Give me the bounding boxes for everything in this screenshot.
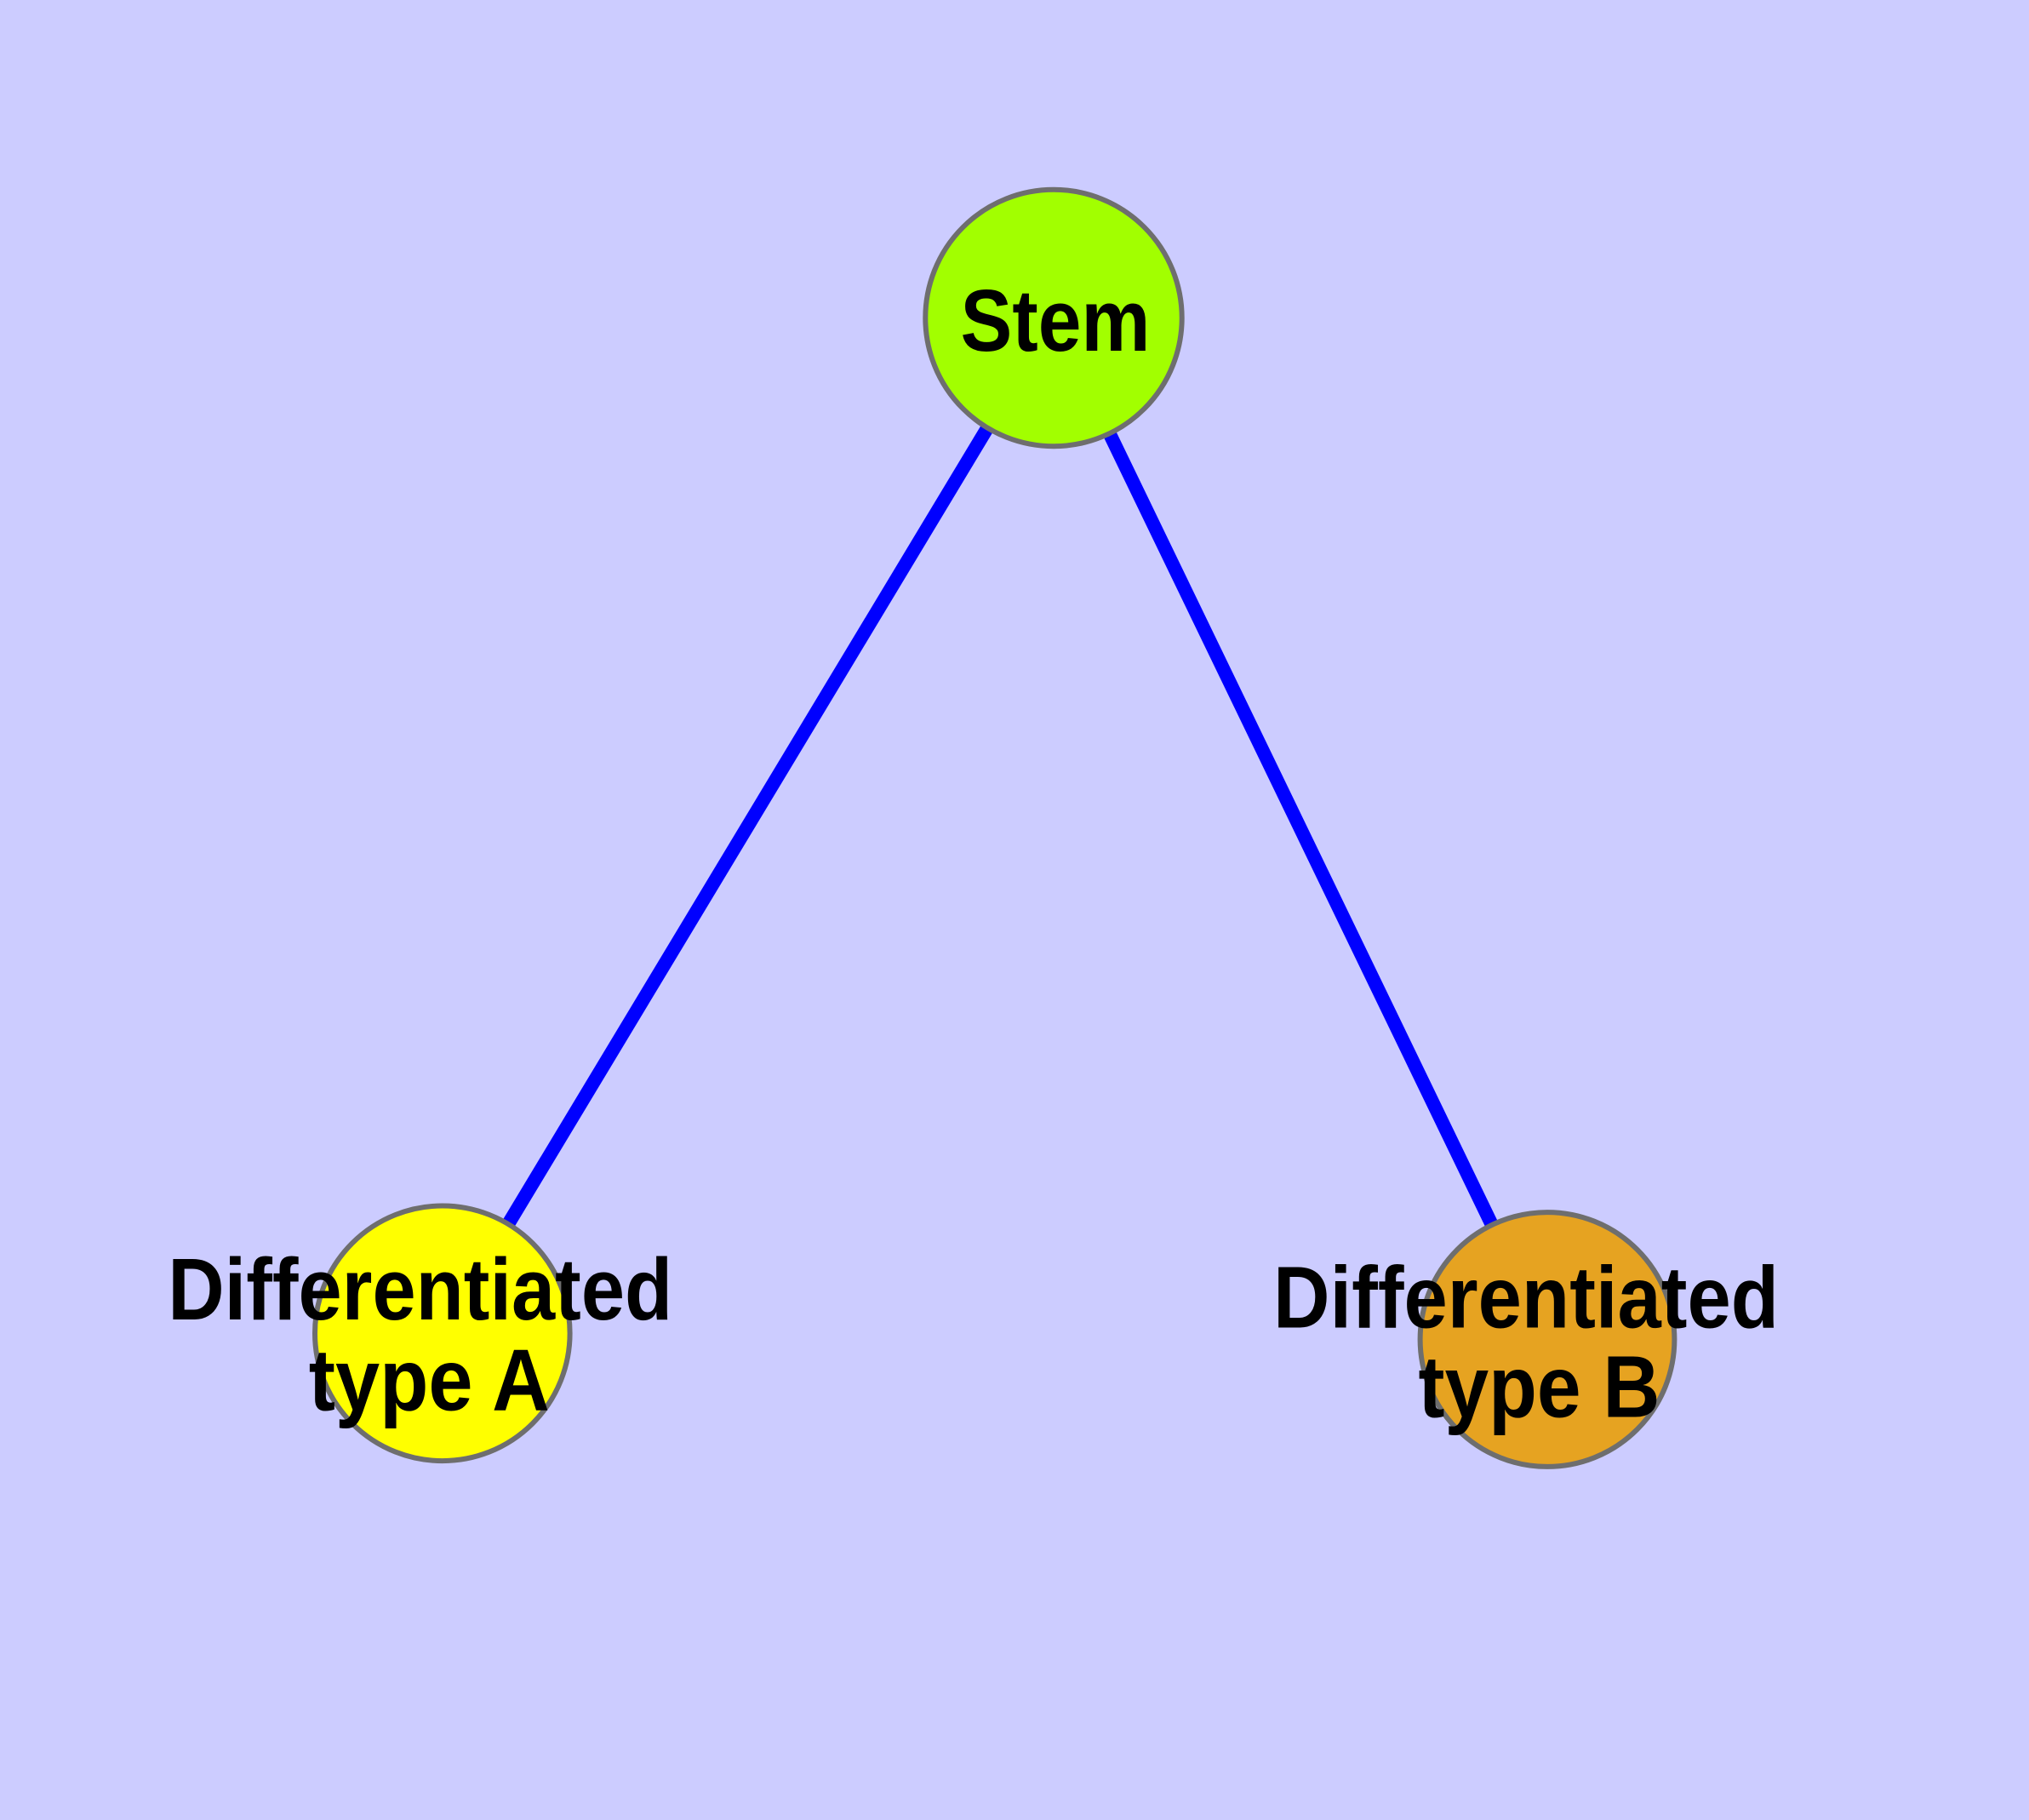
svg-text:type A: type A bbox=[309, 1331, 550, 1429]
svg-text:Differentiated: Differentiated bbox=[168, 1240, 672, 1338]
svg-text:type B: type B bbox=[1419, 1338, 1660, 1436]
svg-text:Stem: Stem bbox=[961, 272, 1151, 369]
svg-text:Differentiated: Differentiated bbox=[1273, 1248, 1779, 1346]
